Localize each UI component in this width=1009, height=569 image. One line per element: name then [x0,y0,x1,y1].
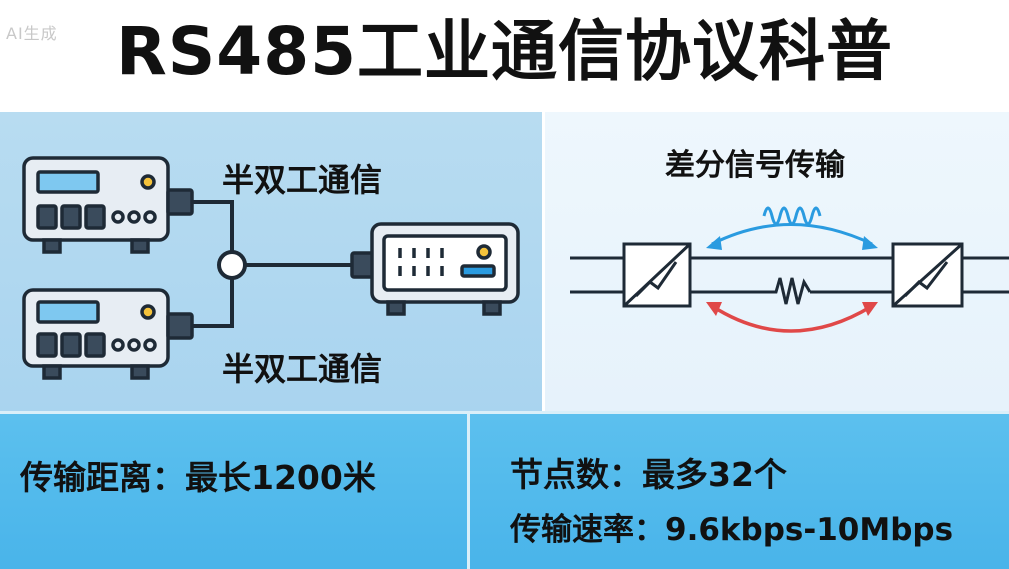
page-title: RS485工业通信协议科普 [115,13,894,90]
half-duplex-label-top: 半双工通信 [222,161,383,199]
transmission-rate-text: 传输速率：9.6kbps-10Mbps [510,512,954,548]
ai-generated-watermark: AI生成 [6,24,58,43]
blue-arrow-head-right [862,236,878,250]
differential-signal-heading: 差分信号传输 [665,148,845,183]
node-count-text: 节点数：最多32个 [510,455,787,494]
red-arrow-head-right [862,302,878,316]
bus-junction [217,250,247,280]
nodes-rate-info-bar [470,414,1009,569]
distance-info-bar [0,414,467,569]
blue-signal-arrow [711,206,873,246]
noise-signal-icon [770,277,812,305]
red-signal-arrow [711,304,873,333]
transceiver-right [891,242,964,308]
device-bottom [22,288,194,380]
bus-wires [192,200,352,328]
horizontal-divider [0,411,1009,414]
transmission-distance-text: 传输距离：最长1200米 [20,458,376,497]
transceiver-left [622,242,692,308]
vertical-divider [467,414,470,569]
red-arrow-head-left [706,302,722,316]
transmission-lines [570,256,1009,294]
device-top [22,156,194,254]
half-duplex-label-bottom: 半双工通信 [222,350,383,388]
blue-arrow-head-left [706,236,722,250]
master-device [350,222,520,316]
